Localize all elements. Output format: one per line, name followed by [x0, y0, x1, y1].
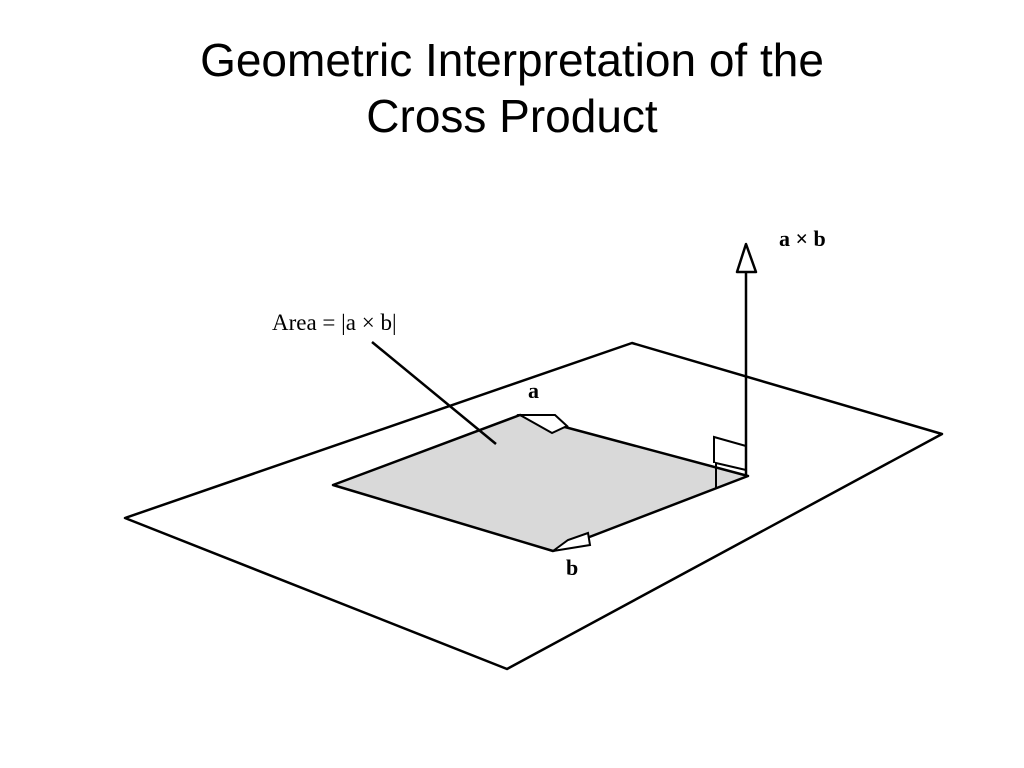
- vector-b-arrowhead: [552, 531, 592, 552]
- area-pointer-line: [371, 341, 497, 445]
- right-angle-marker-lower: [715, 461, 747, 488]
- vector-a-arrowhead: [516, 414, 569, 435]
- vector-a-label: a: [528, 378, 539, 403]
- vector-b-label: b: [566, 555, 578, 580]
- cross-product-label: a × b: [779, 226, 826, 251]
- area-label: Area = |a × b|: [272, 310, 397, 335]
- slide-title-line-2: Cross Product: [366, 90, 658, 142]
- cross-product-arrowhead: [735, 242, 758, 274]
- slide-title-line-1: Geometric Interpretation of the: [200, 34, 824, 86]
- right-angle-marker-upper: [713, 435, 747, 463]
- area-parallelogram: [331, 413, 750, 553]
- slide-title: Geometric Interpretation of the Cross Pr…: [0, 32, 1024, 144]
